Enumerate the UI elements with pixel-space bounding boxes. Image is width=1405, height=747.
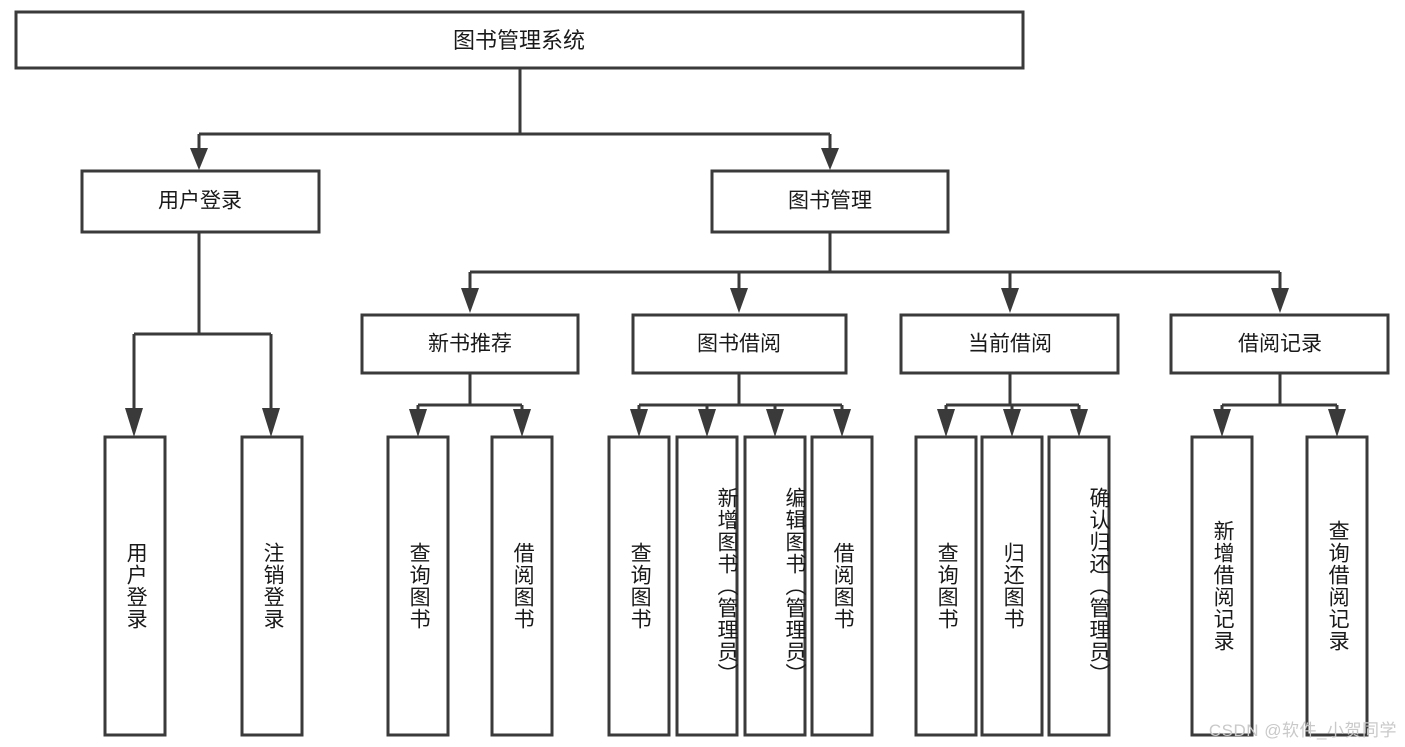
node-borrow-record-label: 借阅记录 xyxy=(1238,333,1322,356)
arrow-to-leaf-logout-login xyxy=(262,408,280,437)
connector-root-to-level2 xyxy=(190,68,839,170)
leaf-box-return-book[interactable] xyxy=(980,435,1044,737)
arrow-to-borrow-record xyxy=(1271,288,1289,313)
node-book-borrow[interactable]: 图书借阅 xyxy=(631,313,848,375)
arrow-to-leaf-borrow-book-1 xyxy=(513,409,531,437)
arrow-to-leaf-add-record xyxy=(1213,409,1231,437)
node-root-label: 图书管理系统 xyxy=(453,28,585,53)
arrow-to-leaf-query-book-2 xyxy=(630,409,648,437)
arrow-to-book-management xyxy=(821,148,839,170)
connector-bookmgmt-to-level3 xyxy=(461,232,1289,313)
connector-userlogin-to-leaves xyxy=(125,232,280,437)
leaf-box-query-book-3[interactable] xyxy=(914,435,978,737)
arrow-to-leaf-user-login xyxy=(125,408,143,437)
node-book-management[interactable]: 图书管理 xyxy=(710,169,950,234)
connector-bookborrow-to-leaves xyxy=(630,373,851,437)
leaf-box-query-record[interactable] xyxy=(1305,435,1369,737)
arrow-to-leaf-query-book-3 xyxy=(937,409,955,437)
arrow-to-leaf-return-book xyxy=(1003,409,1021,437)
arrow-to-user-login xyxy=(190,148,208,170)
node-book-borrow-label: 图书借阅 xyxy=(697,333,781,356)
node-user-login[interactable]: 用户登录 xyxy=(80,169,321,234)
node-current-borrow-label: 当前借阅 xyxy=(968,333,1052,356)
node-current-borrow[interactable]: 当前借阅 xyxy=(899,313,1120,375)
leaf-box-user-login[interactable] xyxy=(103,435,167,737)
connector-currentborrow-to-leaves xyxy=(937,373,1088,437)
node-user-login-label: 用户登录 xyxy=(158,190,242,213)
arrow-to-new-book-recommend xyxy=(461,288,479,313)
arrow-to-leaf-add-book xyxy=(698,409,716,437)
leaf-box-add-record[interactable] xyxy=(1190,435,1254,737)
node-new-book-recommend[interactable]: 新书推荐 xyxy=(360,313,580,375)
arrow-to-leaf-query-record xyxy=(1328,409,1346,437)
connector-borrowrecord-to-leaves xyxy=(1213,373,1346,437)
leaf-box-edit-book[interactable] xyxy=(743,435,807,737)
csdn-watermark: CSDN @软件_小贺同学 xyxy=(1208,721,1397,740)
arrow-to-book-borrow xyxy=(730,288,748,313)
node-book-management-label: 图书管理 xyxy=(788,190,872,213)
arrow-to-leaf-query-book-1 xyxy=(409,409,427,437)
arrow-to-leaf-borrow-book-2 xyxy=(833,409,851,437)
node-root-system[interactable]: 图书管理系统 xyxy=(14,10,1025,70)
arrow-to-leaf-edit-book xyxy=(766,409,784,437)
leaf-box-add-book[interactable] xyxy=(675,435,739,737)
leaf-box-borrow-book-1[interactable] xyxy=(490,435,554,737)
leaf-box-query-book-2[interactable] xyxy=(607,435,671,737)
leaf-box-logout-login[interactable] xyxy=(240,435,304,737)
leaf-box-borrow-book-2[interactable] xyxy=(810,435,874,737)
connector-newbook-to-leaves xyxy=(409,373,531,437)
leaf-box-query-book-1[interactable] xyxy=(386,435,450,737)
leaf-box-confirm-return[interactable] xyxy=(1047,435,1111,737)
node-borrow-record[interactable]: 借阅记录 xyxy=(1169,313,1390,375)
arrow-to-current-borrow xyxy=(1001,288,1019,313)
arrow-to-leaf-confirm-return xyxy=(1070,409,1088,437)
node-new-book-recommend-label: 新书推荐 xyxy=(428,333,512,356)
